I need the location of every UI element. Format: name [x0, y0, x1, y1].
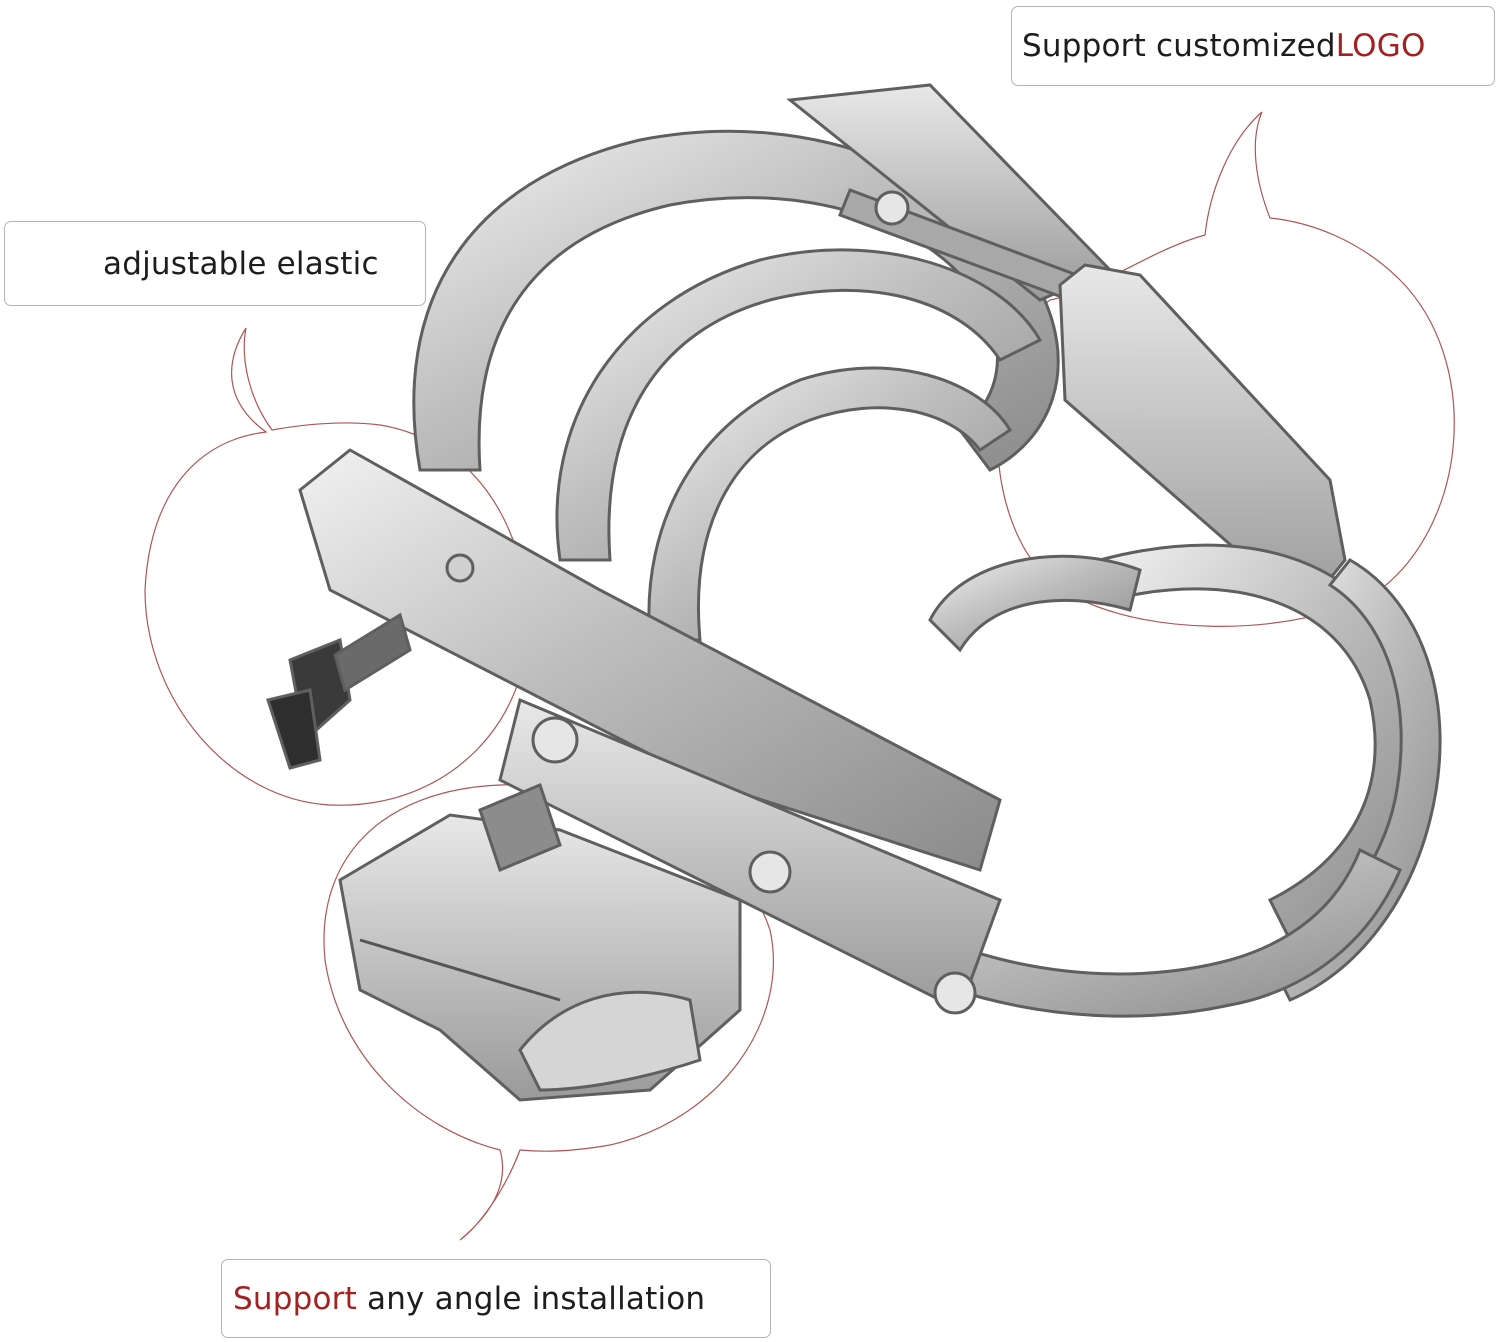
logo-label-text: Support customized: [1022, 28, 1336, 64]
elastic-feature-label: adjustable elastic: [4, 221, 426, 306]
cage-illustration: [266, 83, 1442, 1102]
logo-label-accent: LOGO: [1335, 28, 1426, 64]
callout-bubble-angle: [323, 784, 774, 1241]
angle-feature-label: Support any angle installation: [221, 1259, 771, 1338]
logo-feature-label: Support customized LOGO: [1011, 6, 1495, 86]
angle-label-accent: Support: [233, 1280, 357, 1317]
angle-label-text: any angle installation: [356, 1280, 706, 1317]
elastic-label-text: adjustable elastic: [103, 245, 379, 282]
